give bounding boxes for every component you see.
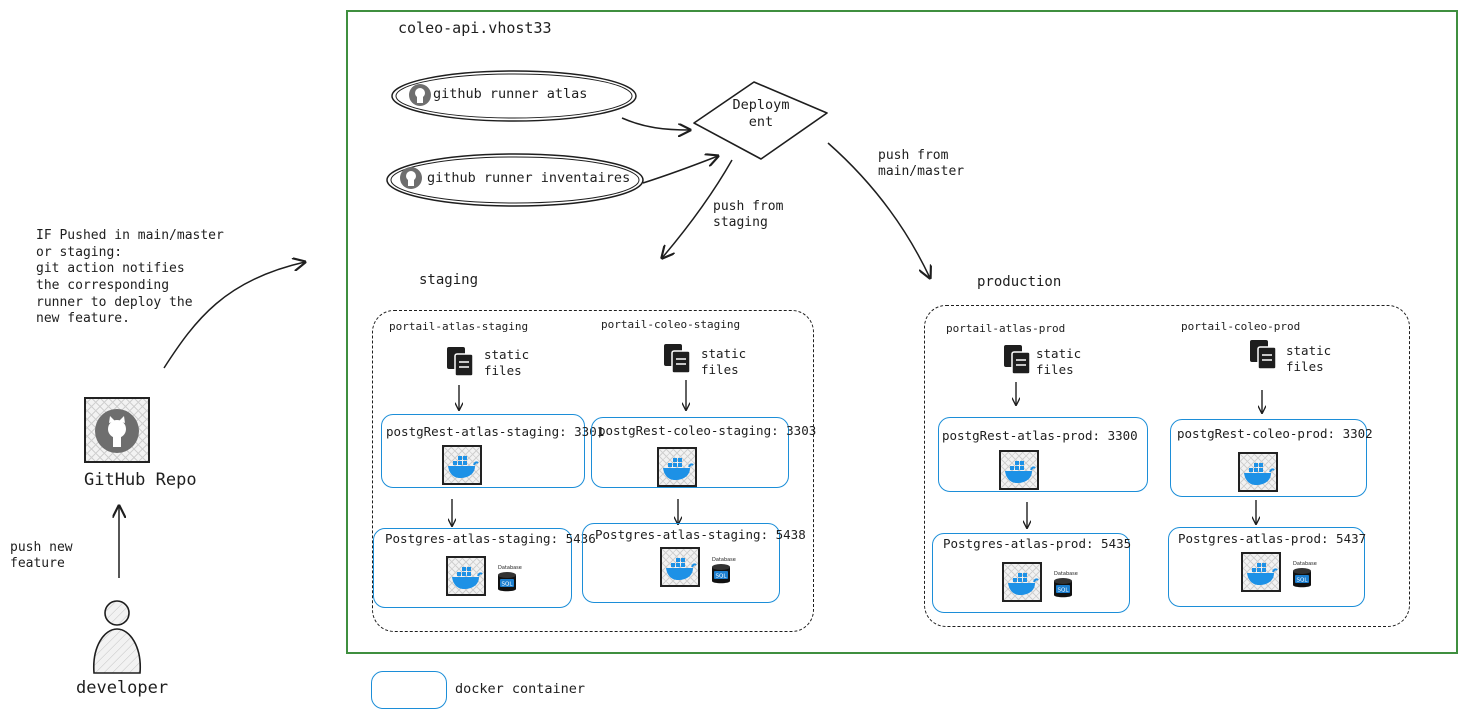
static-files-label: static files [484, 347, 530, 378]
static-files-icon [1250, 340, 1277, 370]
arrow-deployment-to-staging [662, 159, 733, 258]
github-repo-icon[interactable] [84, 397, 150, 463]
push-from-main-label: push from main/master [878, 148, 965, 180]
database-cylinder-icon: SQL [498, 572, 516, 592]
postgrest-coleo-prod-label: postgRest-coleo-prod: 3302 [1177, 426, 1373, 441]
docker-icon [1241, 552, 1281, 592]
push-new-feature-label: push new feature [10, 540, 73, 572]
svg-text:SQL: SQL [502, 582, 514, 588]
docker-icon [1238, 452, 1278, 492]
staging-title: staging [419, 272, 479, 288]
docker-icon [660, 547, 700, 587]
docker-container-postgres-atlas-staging[interactable] [373, 528, 572, 608]
database-caption: Database [1293, 561, 1317, 567]
postgres-coleo-prod-label: Postgres-atlas-prod: 5437 [1178, 531, 1367, 546]
github-icon [400, 167, 422, 189]
postgres-atlas-staging-label: Postgres-atlas-staging: 5436 [385, 531, 596, 546]
database-cylinder-icon: SQL [1054, 578, 1072, 598]
docker-icon [1002, 562, 1042, 602]
svg-text:SQL: SQL [1058, 588, 1070, 594]
database-cylinder-icon: SQL [1293, 568, 1311, 588]
arrow-runner-atlas-to-deployment [621, 117, 690, 130]
push-from-staging-label: push from staging [713, 199, 784, 231]
static-files-label: static files [701, 346, 747, 377]
docker-icon [999, 450, 1039, 490]
arrow-deployment-to-production [827, 142, 930, 278]
notify-explanation: IF Pushed in main/master or staging: git… [36, 228, 224, 327]
staging-group [372, 310, 814, 632]
runner-atlas-label: github runner atlas [433, 86, 588, 102]
runner-inventaires-ellipse[interactable] [384, 150, 646, 210]
developer-label: developer [76, 678, 169, 698]
docker-container-postgrest-atlas-staging[interactable] [381, 414, 585, 488]
vhost-boundary [346, 10, 1458, 654]
runner-inventaires-label: github runner inventaires [427, 170, 631, 186]
docker-icon [657, 447, 697, 487]
portal-atlas-prod-name: portail-atlas-prod [946, 322, 1066, 335]
production-title: production [977, 274, 1062, 290]
postgres-atlas-prod-label: Postgres-atlas-prod: 5435 [943, 536, 1132, 551]
svg-text:SQL: SQL [716, 574, 728, 580]
docker-container-postgrest-atlas-prod[interactable] [938, 417, 1148, 492]
postgrest-atlas-staging-label: postgRest-atlas-staging: 3301 [386, 424, 605, 439]
arrow-repo-to-host [163, 262, 305, 369]
static-files-label: static files [1286, 343, 1332, 374]
github-icon [409, 84, 431, 106]
docker-container-postgres-coleo-staging[interactable] [582, 523, 780, 603]
deployment-diamond[interactable] [686, 75, 836, 165]
docker-container-postgrest-coleo-staging[interactable] [591, 417, 789, 488]
deployment-label: Deploym ent [732, 97, 790, 130]
legend-docker-container-swatch [371, 671, 447, 709]
database-caption: Database [1054, 571, 1078, 577]
github-icon [95, 409, 139, 453]
postgrest-atlas-prod-label: postgRest-atlas-prod: 3300 [942, 428, 1138, 443]
vhost-title: coleo-api.vhost33 [398, 19, 552, 37]
portal-atlas-staging-name: portail-atlas-staging [389, 320, 529, 333]
postgres-coleo-staging-label: Postgres-atlas-staging: 5438 [595, 527, 806, 542]
production-group [924, 305, 1410, 627]
database-caption: Database [712, 557, 736, 563]
docker-container-postgres-coleo-prod[interactable] [1168, 527, 1365, 607]
legend-label: docker container [455, 681, 586, 697]
static-files-icon [447, 347, 474, 377]
static-files-icon [1004, 345, 1031, 375]
static-files-label: static files [1036, 346, 1082, 377]
docker-icon [442, 445, 482, 485]
docker-container-postgrest-coleo-prod[interactable] [1170, 419, 1367, 497]
postgrest-coleo-staging-label: postgRest-coleo-staging: 3303 [598, 423, 817, 438]
developer-icon [93, 600, 141, 674]
portal-coleo-prod-name: portail-coleo-prod [1181, 320, 1301, 333]
portal-coleo-staging-name: portail-coleo-staging [601, 318, 741, 331]
svg-text:SQL: SQL [1297, 578, 1309, 584]
arrow-runner-inventaires-to-deployment [642, 156, 718, 184]
docker-container-postgres-atlas-prod[interactable] [932, 533, 1130, 613]
docker-icon [446, 556, 486, 596]
database-cylinder-icon: SQL [712, 564, 730, 584]
github-repo-label: GitHub Repo [84, 470, 197, 490]
runner-atlas-ellipse[interactable] [389, 68, 639, 124]
database-caption: Database [498, 565, 522, 571]
static-files-icon [664, 344, 691, 374]
